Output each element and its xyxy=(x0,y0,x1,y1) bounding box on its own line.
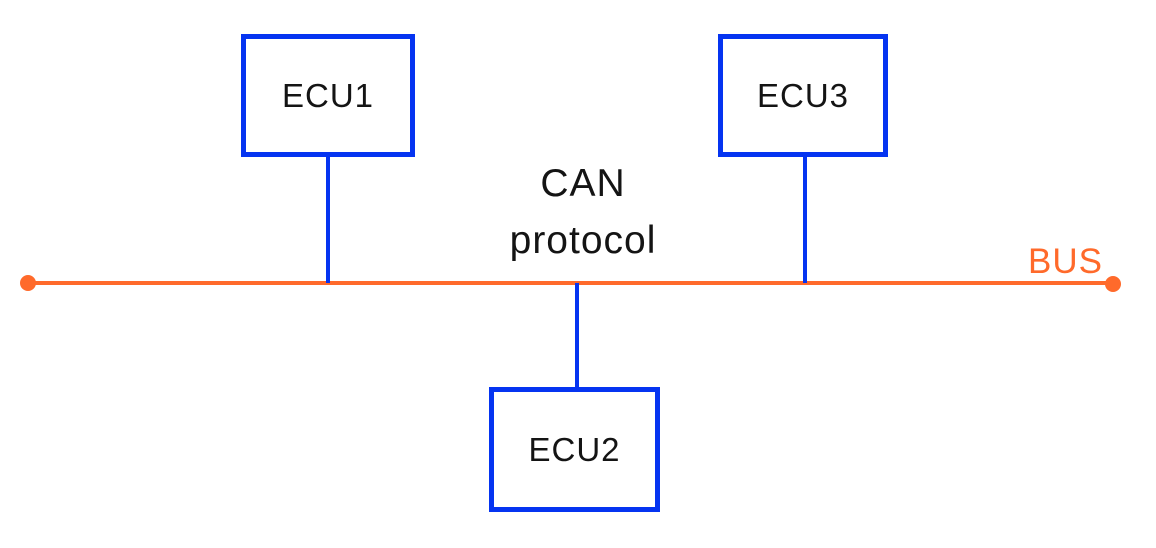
bus-endpoint-right xyxy=(1105,276,1121,292)
node-ecu1-label: ECU1 xyxy=(281,76,375,114)
node-ecu1: ECU1 xyxy=(241,34,415,157)
node-ecu2: ECU2 xyxy=(489,387,660,512)
diagram-title: CAN protocol xyxy=(433,155,733,269)
node-ecu2-label: ECU2 xyxy=(528,430,621,468)
diagram-title-line1: CAN xyxy=(540,162,626,205)
node-ecu3-label: ECU3 xyxy=(756,76,850,114)
diagram-title-line2: protocol xyxy=(509,219,657,262)
node-ecu3: ECU3 xyxy=(718,34,888,157)
bus-label: BUS xyxy=(1028,242,1103,281)
bus-endpoint-left xyxy=(20,275,36,291)
